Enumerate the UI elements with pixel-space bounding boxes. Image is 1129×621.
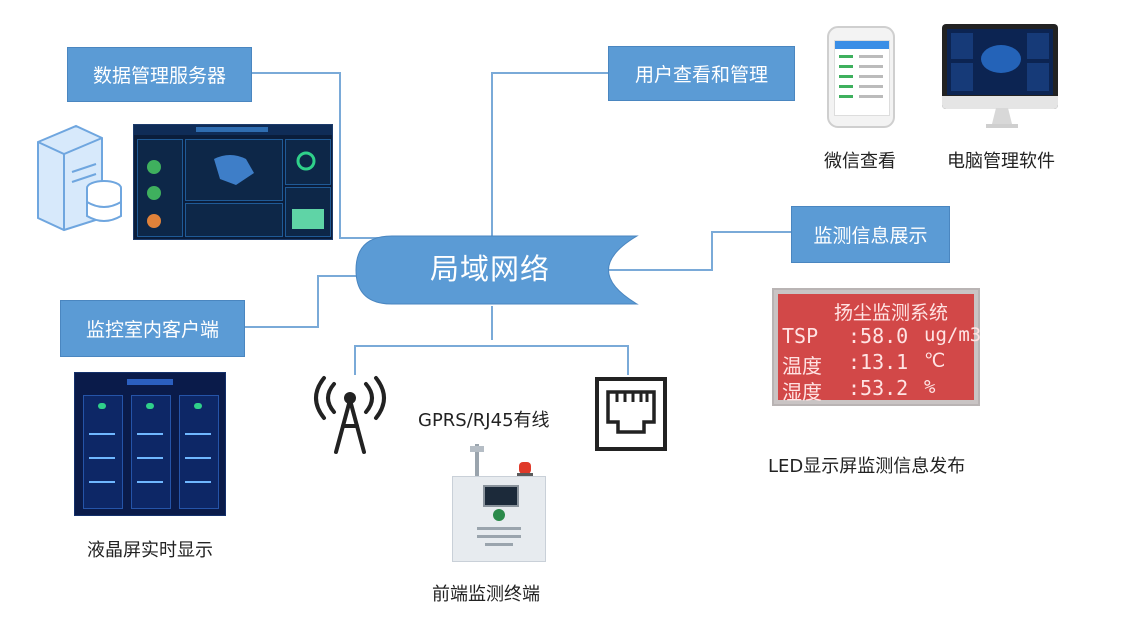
phone-image — [827, 26, 895, 128]
caption-network: GPRS/RJ45有线 — [418, 410, 550, 431]
front-monitoring-terminal-image — [452, 476, 546, 562]
signal-tower-icon — [314, 376, 386, 454]
led-row-tsp-name: TSP — [782, 324, 819, 348]
sensor-mast — [470, 444, 484, 478]
caption-wechat: 微信查看 — [824, 151, 896, 172]
led-display-board: 扬尘监测系统 TSP :58.0 ug/m3 温度 :13.1 ℃ 湿度 :53… — [772, 288, 982, 406]
led-row-humidity-unit: % — [924, 376, 936, 398]
caption-lcd: 液晶屏实时显示 — [87, 540, 213, 561]
label-monitor-info: 监测信息展示 — [791, 206, 950, 263]
caption-pc-software: 电脑管理软件 — [947, 151, 1055, 172]
pc-monitor-image — [942, 24, 1058, 109]
monitor-stand — [986, 108, 1018, 128]
label-server: 数据管理服务器 — [67, 47, 252, 102]
led-row-temp-value: :13.1 — [848, 350, 909, 374]
led-row-humidity-value: :53.2 — [848, 376, 909, 400]
caption-led: LED显示屏监测信息发布 — [768, 456, 966, 477]
label-user-view: 用户查看和管理 — [608, 46, 795, 101]
warning-light — [517, 462, 533, 477]
led-row-humidity-name: 湿度 — [782, 380, 822, 404]
led-row-tsp-value: :58.0 — [848, 324, 909, 348]
ethernet-port-icon — [595, 377, 667, 451]
hub-label: 局域网络 — [429, 252, 550, 286]
led-row-temp-unit: ℃ — [924, 350, 946, 372]
led-row-tsp-unit: ug/m3 — [924, 324, 982, 346]
server-database-icon — [37, 124, 122, 232]
lcd-screen-image — [74, 372, 226, 516]
led-row-temp-name: 温度 — [782, 354, 822, 378]
server-dashboard-image — [133, 124, 333, 240]
caption-terminal: 前端监测终端 — [432, 584, 540, 605]
lan-hub — [355, 235, 639, 305]
label-control-room: 监控室内客户端 — [60, 300, 245, 357]
led-title: 扬尘监测系统 — [834, 302, 949, 324]
